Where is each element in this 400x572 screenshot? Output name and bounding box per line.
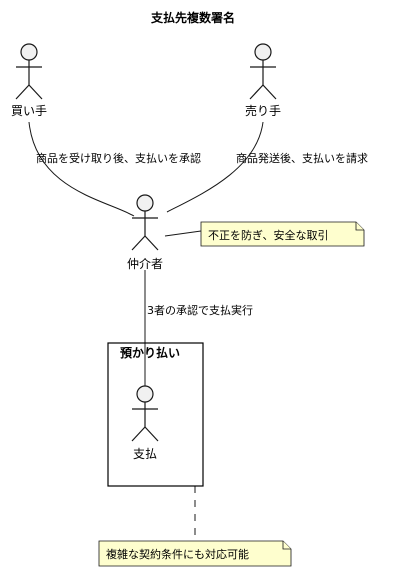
edge-label-buyer: 商品を受け取り後、支払いを承認 [36,151,201,165]
actor-label-payment: 支払 [133,447,157,461]
note-broker: 不正を防ぎ、安全な取引 [200,221,365,247]
actor-buyer: 買い手 [11,43,47,118]
stick-figure-icon [131,385,159,442]
edge-label-seller: 商品発送後、支払いを請求 [236,151,368,165]
actor-label-broker: 仲介者 [127,257,163,271]
actor-seller: 売り手 [245,43,281,118]
group-escrow: 預かり払い [107,342,204,487]
stick-figure-icon [15,43,43,100]
note-text-broker: 不正を防ぎ、安全な取引 [208,228,328,242]
stick-figure-icon [249,43,277,100]
note-connector-broker [164,230,202,237]
note-text-payment: 複雑な契約条件にも対応可能 [106,547,249,561]
actor-label-buyer: 買い手 [11,104,47,118]
edge-buyer-to-broker [28,121,135,217]
note-payment: 複雑な契約条件にも対応可能 [98,540,292,567]
diagram-title: 支払先複数署名 [150,10,235,25]
edge-label-payment: 3者の承認で支払実行 [147,303,253,317]
actor-label-seller: 売り手 [245,103,281,118]
stick-figure-icon [131,194,159,251]
actor-payment: 支払 [131,385,159,461]
group-title: 預かり払い [120,345,180,360]
edge-seller-to-broker [166,121,264,213]
actor-broker: 仲介者 [127,194,163,271]
